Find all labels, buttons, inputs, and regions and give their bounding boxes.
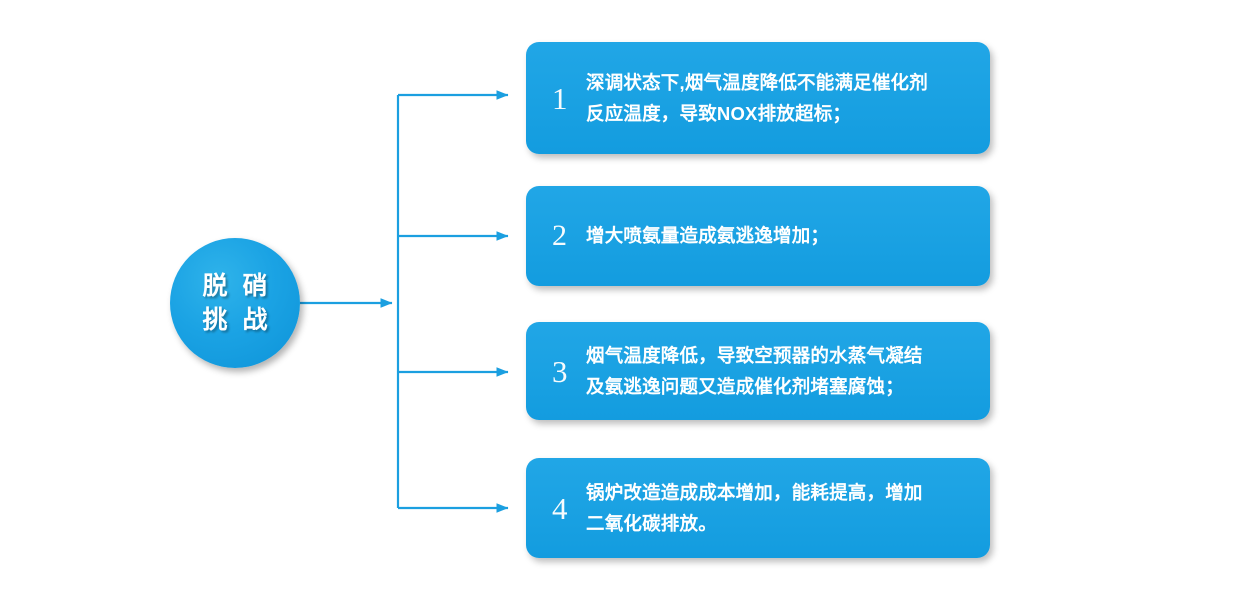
card-text-line2: 反应温度，导致NOX排放超标； (586, 103, 852, 124)
hub-label-line2: 挑 战 (202, 306, 272, 334)
challenge-card-3[interactable]: 3 烟气温度降低，导致空预器的水蒸气凝结 及氨逃逸问题又造成催化剂堵塞腐蚀； (526, 322, 990, 420)
card-text-line1: 增大喷氨量造成氨逃逸增加； (586, 225, 830, 246)
hub-circle[interactable]: 脱 硝 挑 战 (170, 238, 300, 368)
card-text-line1: 烟气温度降低，导致空预器的水蒸气凝结 (586, 345, 923, 366)
card-text: 深调状态下,烟气温度降低不能满足催化剂 反应温度，导致NOX排放超标； (586, 67, 972, 129)
card-text: 锅炉改造造成成本增加，能耗提高，增加 二氧化碳排放。 (586, 477, 972, 539)
card-text: 增大喷氨量造成氨逃逸增加； (586, 223, 972, 249)
card-number: 4 (552, 490, 568, 526)
card-text-line1: 锅炉改造造成成本增加，能耗提高，增加 (586, 482, 923, 503)
challenge-card-2[interactable]: 2 增大喷氨量造成氨逃逸增加； (526, 186, 990, 286)
challenge-card-1[interactable]: 1 深调状态下,烟气温度降低不能满足催化剂 反应温度，导致NOX排放超标； (526, 42, 990, 154)
card-text-line2: 二氧化碳排放。 (586, 513, 717, 534)
card-text-line1: 深调状态下,烟气温度降低不能满足催化剂 (586, 72, 928, 93)
card-number: 2 (552, 219, 567, 252)
card-number: 3 (552, 353, 568, 389)
card-text: 烟气温度降低，导致空预器的水蒸气凝结 及氨逃逸问题又造成催化剂堵塞腐蚀； (586, 340, 972, 402)
card-text-line2: 及氨逃逸问题又造成催化剂堵塞腐蚀； (586, 376, 904, 397)
challenge-card-4[interactable]: 4 锅炉改造造成成本增加，能耗提高，增加 二氧化碳排放。 (526, 458, 990, 558)
card-number: 1 (552, 80, 568, 116)
hub-label-line1: 脱 硝 (202, 272, 272, 300)
